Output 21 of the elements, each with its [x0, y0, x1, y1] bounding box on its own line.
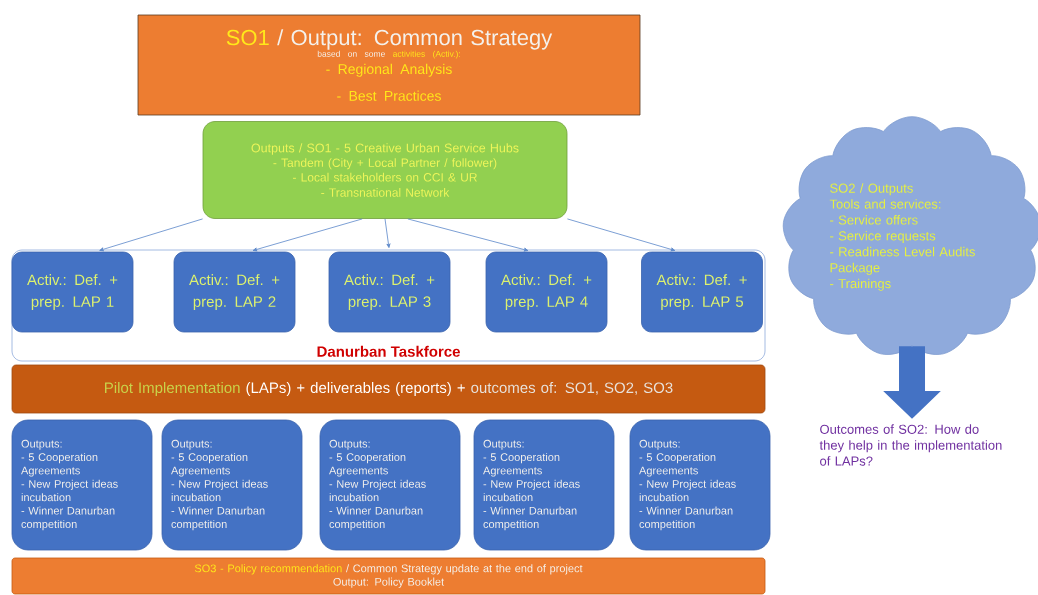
activity-box: Activ.: Def. + prep. LAP 3	[328, 251, 451, 333]
outputs-box: Outputs: - 5 Cooperation Agreements - New Project ideas incubation - Winner Danurban competition	[319, 419, 461, 551]
arrow	[384, 218, 391, 248]
outputs-box: Outputs: - 5 Cooperation Agreements - New Project ideas incubation - Winner Danurban competition	[629, 419, 771, 551]
policy-band: SO3 - Policy recommendation / Common Strategy update at the end of project Output: Policy Booklet	[11, 557, 766, 595]
outputs-box: Outputs: - 5 Cooperation Agreements - New Project ideas incubation - Winner Danurban competition	[161, 419, 303, 551]
arrow	[99, 218, 203, 252]
activity-box: Activ.: Def. + prep. LAP 2	[173, 251, 296, 333]
outputs-box: Outputs: - 5 Cooperation Agreements - New Project ideas incubation - Winner Danurban competition	[473, 419, 615, 551]
hubs-box: Outputs / SO1 - 5 Creative Urban Service Hubs - Tandem (City + Local Partner / follower) - Local stakeholders on CCI & UR - Transnational Network	[202, 121, 568, 219]
activity-box: Activ.: Def. + prep. LAP 5	[641, 251, 763, 333]
cloud: SO2 / Outputs Tools and services: - Service offers - Service requests - Readiness Level Audits Package - Trainings	[782, 116, 1038, 355]
activity-box: Activ.: Def. + prep. LAP 1	[11, 251, 134, 333]
outputs-box: Outputs: - 5 Cooperation Agreements - New Project ideas incubation - Winner Danurban competition	[11, 419, 153, 551]
arrow	[407, 218, 529, 252]
activity-box: Activ.: Def. + prep. LAP 4	[485, 251, 608, 333]
arrow	[567, 218, 676, 252]
pilot-band: Pilot Implementation (LAPs) + deliverables (reports) + outcomes of: SO1, SO2, SO3	[11, 364, 766, 414]
strategy-box: SO1 / Output: Common Strategy based on some activities (Activ.): - Regional Analysis - Best Practices	[137, 14, 641, 116]
question-text: Outcomes of SO2: How do they help in the implementation of LAPs?	[819, 424, 1002, 466]
arrow	[252, 218, 363, 252]
